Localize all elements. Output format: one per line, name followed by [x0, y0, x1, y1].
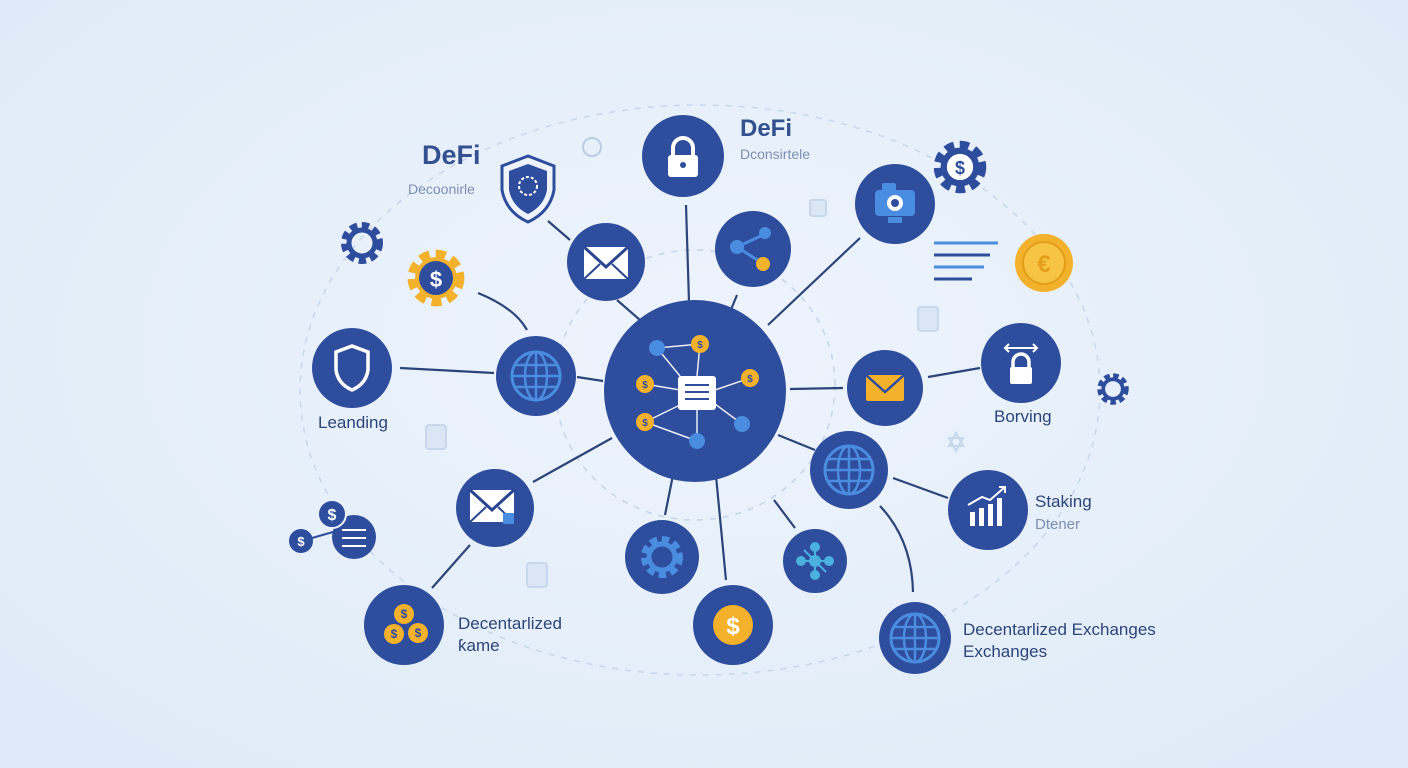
- svg-text:$: $: [642, 380, 648, 391]
- gear-dollar-icon: $: [413, 255, 459, 301]
- coins-icon: $ $ $: [384, 604, 428, 644]
- mail-node-lower-left: [456, 469, 534, 547]
- globe-icon: [823, 444, 875, 496]
- share-nodes-icon: [730, 227, 771, 271]
- lines-icon: [934, 241, 998, 281]
- gear-node-bottom: [625, 520, 699, 594]
- globe-node-right: [810, 431, 888, 509]
- defi-left-subtitle: Decoonirle: [408, 181, 475, 197]
- svg-text:$: $: [747, 374, 753, 385]
- svg-text:$: $: [297, 534, 305, 549]
- defi-top-title: DeFi: [740, 115, 792, 142]
- gear-icon: [345, 226, 379, 260]
- node-dot: [734, 416, 750, 432]
- shield-badge-defi: [500, 154, 556, 224]
- lock-node-top: [642, 115, 724, 197]
- dex-label-line2: Exchanges: [963, 642, 1047, 661]
- coins-node-game: $ $ $: [364, 585, 444, 665]
- gear-icon: [1100, 376, 1126, 402]
- dollar-node-bottom: $: [693, 585, 773, 665]
- coin-icon: [691, 335, 709, 353]
- lock-icon: [668, 136, 698, 177]
- euro-coin-icon: €: [1015, 234, 1073, 292]
- staking-label: Staking: [1035, 492, 1092, 511]
- lending-label: Leanding: [318, 413, 388, 432]
- svg-text:$: $: [328, 507, 337, 524]
- staking-sublabel: Dtener: [1035, 516, 1080, 533]
- hub-node: $ $ $ $: [604, 300, 786, 482]
- svg-text:$: $: [642, 418, 648, 429]
- camera-node-top-right: [855, 164, 935, 244]
- svg-text:$: $: [955, 158, 965, 178]
- game-label-line1: Decentarlized: [458, 614, 562, 633]
- coin-icon: [636, 413, 654, 431]
- envelope-icon: [865, 374, 905, 401]
- globe-node-dex: [879, 602, 951, 674]
- node-dot: [689, 433, 705, 449]
- lock-node-borrowing: [981, 323, 1061, 403]
- coin-icon: [741, 369, 759, 387]
- camera-icon: [875, 183, 915, 223]
- envelope-icon: [582, 245, 630, 281]
- svg-text:$: $: [415, 626, 422, 640]
- mail-node-upper-left: [567, 223, 645, 301]
- gear-dollar-icon: $: [939, 146, 982, 189]
- globe-icon: [889, 612, 941, 664]
- shield-icon: [334, 344, 370, 392]
- chart-node-staking: [948, 470, 1028, 550]
- dollar-cluster-icon: $ $: [289, 499, 376, 559]
- svg-text:$: $: [401, 607, 408, 621]
- defi-left-title: DeFi: [422, 140, 481, 170]
- svg-text:$: $: [430, 267, 442, 292]
- mail-node-right: [847, 350, 923, 426]
- share-node-top: [715, 211, 791, 287]
- network-icon: [796, 542, 834, 580]
- decorative-dots: [425, 137, 965, 588]
- svg-text:$: $: [697, 340, 703, 351]
- svg-text:$: $: [726, 613, 740, 640]
- connector-lines: [399, 204, 981, 593]
- dollar-icon: [713, 605, 753, 645]
- bar-chart-icon: [967, 486, 1006, 526]
- coin-icon: [636, 375, 654, 393]
- game-label-line2: ƙame: [458, 636, 500, 655]
- node-dot: [649, 340, 665, 356]
- globe-node-left: [496, 336, 576, 416]
- defi-top-subtitle: Dconsirtele: [740, 146, 810, 162]
- network-node-bottom: [783, 529, 847, 593]
- lock-icon: [1003, 343, 1039, 384]
- svg-text:$: $: [391, 627, 398, 641]
- borrowing-label: Borving: [994, 407, 1052, 426]
- svg-text:€: €: [1037, 251, 1050, 278]
- dex-label-line1: Decentarlized Exchanges: [963, 620, 1156, 639]
- shield-node-lending: [312, 328, 392, 408]
- globe-icon: [510, 350, 562, 402]
